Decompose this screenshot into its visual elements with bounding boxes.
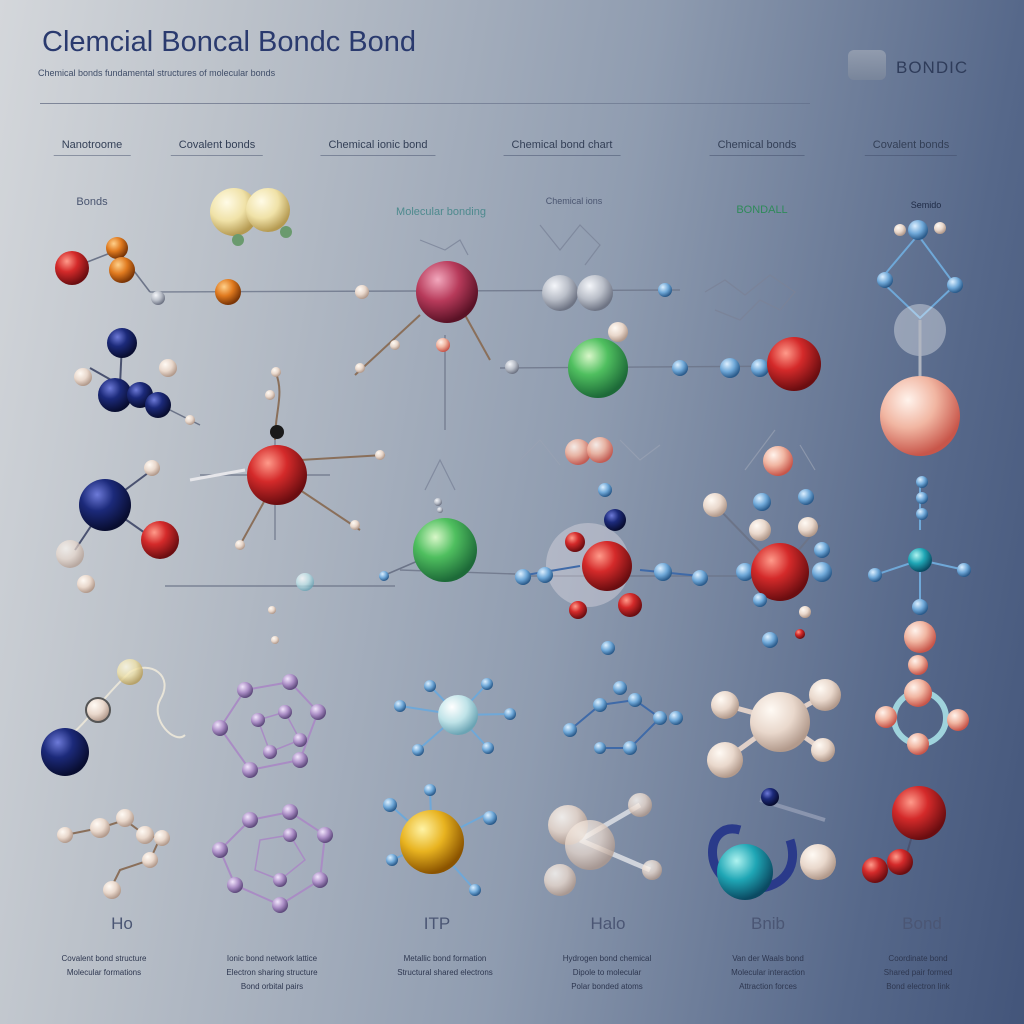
molecule-col2-row1 [210, 188, 292, 246]
column-bottom-label-4: Halo [590, 914, 626, 933]
molecule-col1-row4 [41, 659, 186, 776]
molecule-col6-row2 [880, 304, 960, 456]
logo-icon [848, 50, 886, 80]
page-title: Clemcial Boncal Bondc Bond [42, 26, 416, 58]
molecule-col4-row4 [563, 681, 683, 755]
molecule-col4-row5 [544, 793, 662, 896]
molecule-col4-row1 [539, 224, 672, 311]
molecule-col6-row1 [877, 220, 963, 320]
column-sublabel-4: Chemical ions [545, 196, 603, 206]
molecule-col5-row4 [707, 679, 841, 778]
column-bottom-label-3: ITP [423, 914, 451, 933]
molecule-col3-row3 [379, 458, 477, 582]
molecule-col2-row4 [212, 674, 326, 778]
molecule-col5-row5 [708, 788, 836, 900]
column-bottom-label-5: Bnib [750, 914, 786, 933]
molecule-col4-row2 [568, 322, 769, 398]
column-sublabel-3: Molecular bonding [396, 206, 486, 218]
molecule-col5-row3 [744, 429, 816, 476]
molecule-col1-row1 [55, 237, 241, 305]
molecule-col4-row3 [519, 437, 661, 466]
column-header-6: Covalent bonds [864, 139, 958, 156]
molecule-col5-row2 [767, 337, 821, 391]
molecule-col6-row4 [875, 621, 969, 755]
header-divider [40, 103, 810, 104]
molecule-col6-row3 [868, 476, 971, 615]
molecule-col3-row5 [383, 784, 497, 896]
molecule-col6-row5 [862, 786, 946, 883]
column-sublabel-6: Semido [910, 200, 942, 210]
column-sublabel-5: BONDALL [736, 204, 788, 216]
molecule-col1-row2 [74, 328, 201, 426]
column-bottom-label-6: Bond [902, 914, 942, 933]
molecule-col3-row2 [354, 239, 519, 376]
column-bottom-label-1: Ho [111, 914, 133, 933]
molecule-col3-row4 [394, 678, 516, 756]
molecule-col5-row1 [704, 274, 796, 321]
page-subtitle: Chemical bonds fundamental structures of… [38, 68, 276, 78]
column-sublabel-1: Bonds [76, 196, 108, 208]
column-header-3: Chemical ionic bond [320, 139, 436, 156]
column-header-4: Chemical bond chart [503, 139, 621, 156]
column-header-2: Covalent bonds [170, 139, 264, 156]
logo-text: BONDIC [896, 58, 969, 77]
molecule-col2-row3 [189, 367, 386, 644]
molecule-col4-row3b [515, 483, 708, 655]
molecule-col1-row3 [56, 460, 179, 593]
molecule-col1-row5 [57, 809, 170, 899]
column-header-5: Chemical bonds [709, 139, 805, 156]
column-header-1: Nanotroome [53, 139, 130, 156]
molecule-col5-row3b [703, 489, 832, 648]
molecule-col2-row5 [212, 804, 333, 913]
